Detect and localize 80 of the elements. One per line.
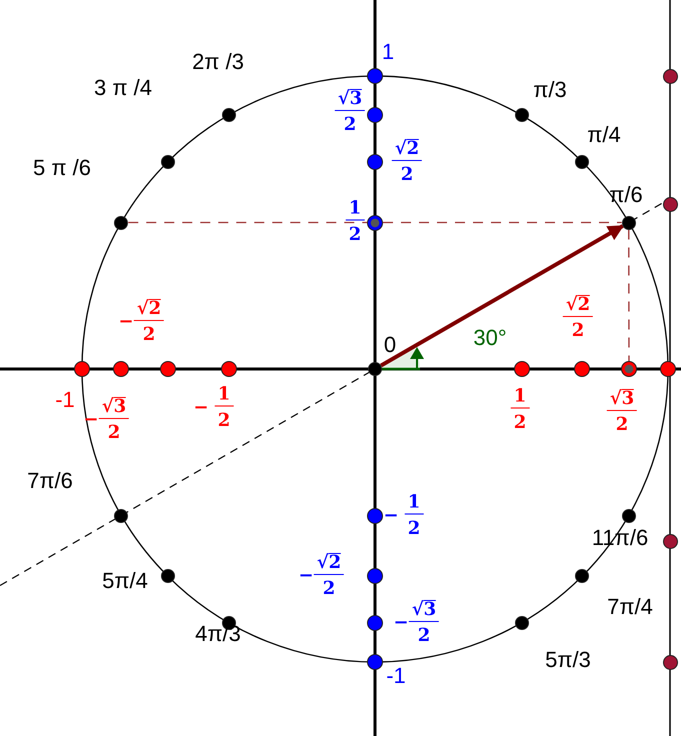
angle-label: π/4 [587, 124, 621, 146]
angle-label: π/6 [609, 184, 643, 206]
angle-label: 2π /3 [192, 51, 244, 73]
denominator: 2 [322, 580, 336, 598]
angle-label: 0 [384, 334, 396, 356]
point [160, 361, 176, 377]
point [662, 196, 678, 212]
point [367, 68, 383, 84]
numerator: √2 [134, 299, 164, 321]
minus-sign: − [193, 399, 209, 417]
point [575, 569, 590, 584]
minus-sign: − [118, 313, 134, 331]
denominator: 2 [616, 416, 628, 434]
point [514, 361, 530, 377]
point [160, 154, 175, 169]
point [367, 568, 383, 584]
denominator: 2 [408, 520, 420, 538]
point [514, 108, 528, 122]
point [368, 362, 382, 376]
point [113, 361, 129, 377]
denominator: 2 [108, 424, 120, 442]
projection-line [383, 222, 622, 224]
point [575, 154, 590, 169]
vector-arrow [380, 224, 624, 368]
angle-label: 5π/4 [102, 570, 148, 592]
numerator: 1 [346, 200, 364, 220]
point [114, 508, 128, 522]
point [660, 361, 676, 377]
numerator: √3 [334, 89, 366, 111]
numerator: √2 [314, 553, 344, 575]
denominator: 2 [514, 414, 526, 432]
angle-label: 5 π /6 [33, 157, 91, 179]
point [367, 615, 383, 631]
angle-label: 7π/4 [607, 596, 653, 618]
angle-label: -1 [55, 389, 75, 411]
point [367, 654, 383, 670]
numerator: √2 [392, 139, 422, 161]
point [367, 154, 383, 170]
point [662, 654, 678, 670]
angle-label: 5π/3 [545, 649, 591, 671]
minus-sign: − [298, 567, 314, 585]
angle-label: -1 [386, 665, 406, 687]
point [367, 107, 383, 123]
angle-label: 1 [382, 41, 394, 63]
minus-sign: − [393, 614, 409, 632]
numerator: 1 [510, 388, 530, 408]
point [621, 361, 637, 377]
denominator: 2 [142, 326, 156, 344]
point [220, 361, 236, 377]
point [622, 508, 636, 522]
projection-line [628, 230, 630, 361]
angle-label: 3 π /4 [94, 77, 152, 99]
point [574, 361, 590, 377]
denominator: 2 [344, 116, 356, 134]
point [74, 361, 90, 377]
numerator: 1 [404, 494, 424, 514]
numerator: √2 [562, 295, 594, 317]
point [514, 616, 528, 630]
numerator: √3 [408, 600, 440, 622]
denominator: 2 [348, 226, 362, 244]
point [160, 569, 175, 584]
angle-value: 30° [473, 327, 507, 349]
point [662, 68, 678, 84]
angle-label: 7π/6 [27, 470, 73, 492]
minus-sign: − [383, 507, 399, 525]
numerator: √3 [606, 389, 638, 411]
point [622, 216, 636, 230]
point [114, 216, 128, 230]
point [222, 108, 236, 122]
denominator: 2 [572, 322, 584, 340]
numerator: √3 [98, 397, 130, 419]
angle-label: π/3 [533, 79, 567, 101]
projection-line [128, 222, 367, 224]
point [367, 214, 383, 230]
denominator: 2 [218, 412, 230, 430]
point [367, 508, 383, 524]
numerator: 1 [214, 386, 234, 406]
point [662, 534, 678, 548]
denominator: 2 [418, 627, 430, 645]
denominator: 2 [400, 166, 414, 184]
